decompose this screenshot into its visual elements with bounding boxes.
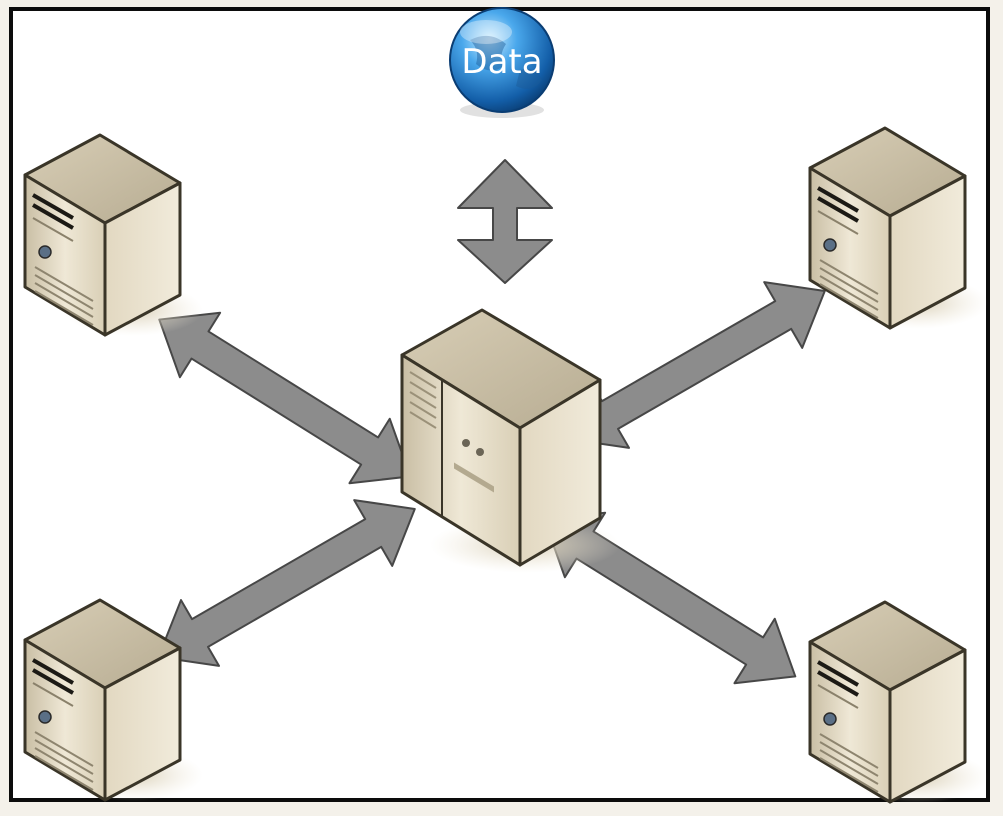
server-icon-top-right (808, 126, 990, 331)
arrow-data-central (457, 159, 553, 284)
globe-icon: Data (449, 7, 555, 118)
tower-server-icon (400, 308, 620, 573)
server-icon-top-left (23, 133, 205, 338)
data-label: Data (461, 42, 542, 82)
server-icon-bottom-right (808, 600, 990, 805)
arrow-central-bottom-left (157, 499, 416, 667)
